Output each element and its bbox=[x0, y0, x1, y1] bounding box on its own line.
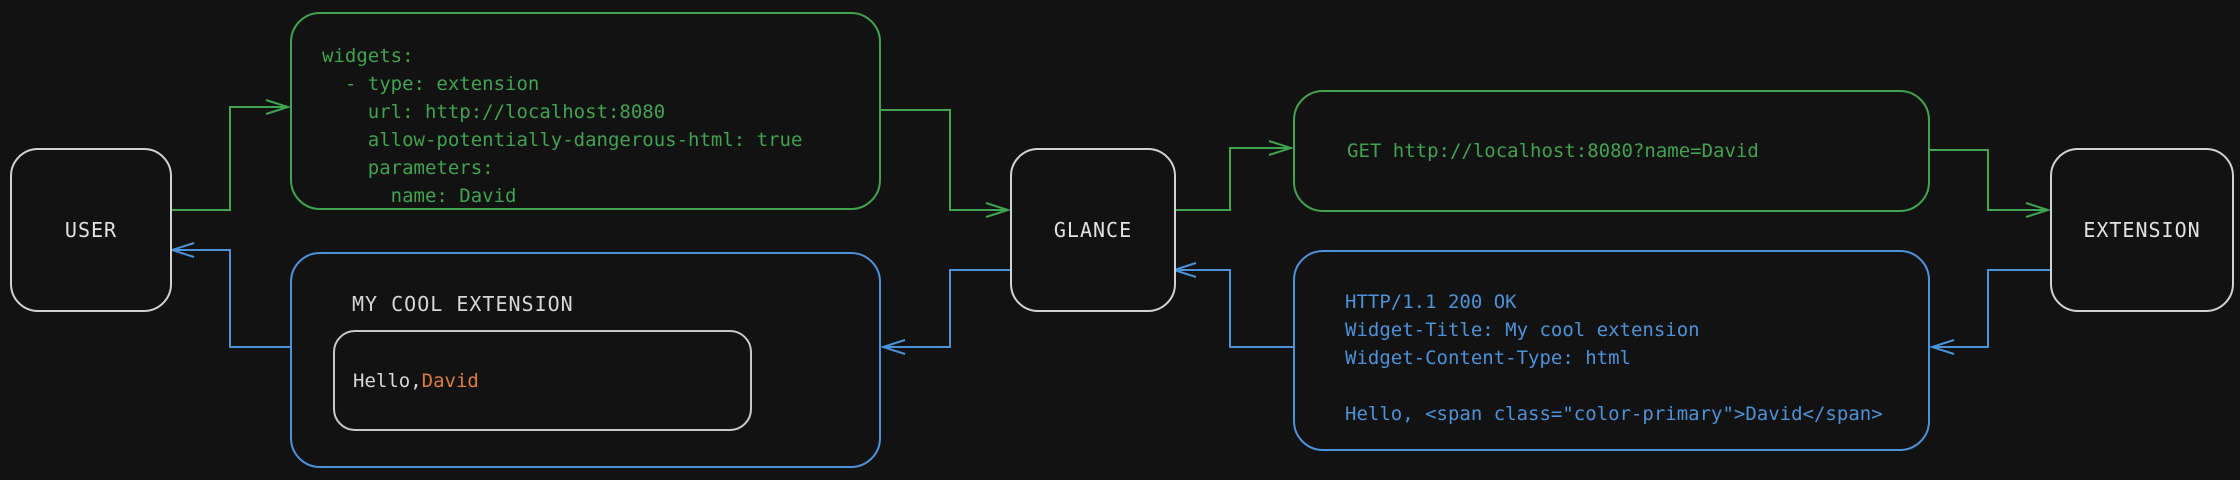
yaml-config-box: widgets: - type: extension url: http://l… bbox=[290, 12, 881, 210]
edge-glance-to-request bbox=[1172, 148, 1291, 211]
widget-preview-box: MY COOL EXTENSION Hello, David bbox=[290, 252, 881, 468]
node-extension: EXTENSION bbox=[2050, 148, 2234, 312]
edge-preview-to-user bbox=[172, 250, 290, 348]
edge-request-to-extension bbox=[1930, 149, 2048, 210]
yaml-config-code: widgets: - type: extension url: http://l… bbox=[322, 45, 803, 207]
edge-user-to-config bbox=[170, 107, 288, 211]
http-request-box: GET http://localhost:8080?name=David bbox=[1293, 90, 1930, 212]
edge-config-to-glance bbox=[881, 109, 1008, 210]
node-extension-label: EXTENSION bbox=[2083, 218, 2201, 242]
node-glance-label: GLANCE bbox=[1053, 218, 1133, 242]
widget-preview-title: MY COOL EXTENSION bbox=[352, 292, 574, 316]
edge-response-to-glance bbox=[1174, 270, 1293, 348]
node-glance: GLANCE bbox=[1010, 148, 1176, 312]
edge-extension-to-response bbox=[1932, 269, 2050, 347]
greeting-prefix: Hello, bbox=[353, 369, 422, 392]
http-response-code: HTTP/1.1 200 OK Widget-Title: My cool ex… bbox=[1345, 291, 1883, 425]
edge-glance-to-preview bbox=[883, 269, 1010, 347]
http-request-text: GET http://localhost:8080?name=David bbox=[1347, 140, 1759, 162]
http-response-box: HTTP/1.1 200 OK Widget-Title: My cool ex… bbox=[1293, 250, 1930, 451]
greeting-name: David bbox=[421, 369, 479, 392]
node-user: USER bbox=[10, 148, 172, 312]
node-user-label: USER bbox=[64, 218, 118, 242]
widget-greeting-box: Hello, David bbox=[333, 330, 752, 431]
